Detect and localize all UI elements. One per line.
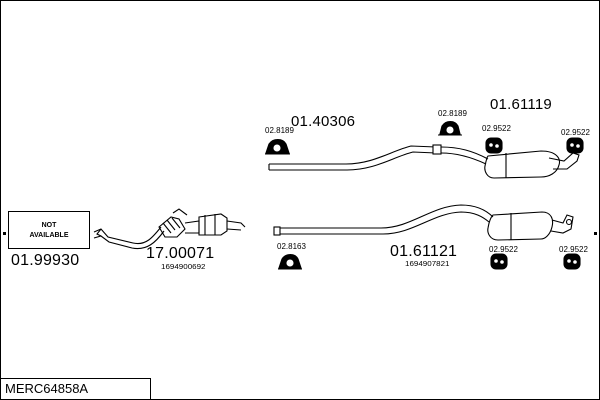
left-edge-marker <box>3 232 6 235</box>
catalyst-number: 17.00071 <box>146 245 215 262</box>
lower-hanger-2-label: 02.9522 <box>559 245 588 254</box>
lower-hanger-2-symbol <box>563 253 581 270</box>
upper-hanger-1-label: 02.9522 <box>482 124 511 133</box>
not-available-line-2: AVAILABLE <box>29 232 69 239</box>
lower-clamp-symbol <box>278 253 302 270</box>
lower-clamp-label: 02.8163 <box>277 242 306 251</box>
upper-rear-silencer <box>440 146 580 179</box>
lower-rear-silencer <box>487 211 574 241</box>
lower-center-pipe <box>273 204 494 236</box>
reference-box: MERC64858A <box>1 378 151 399</box>
center-pipe-number: 01.40306 <box>291 113 356 130</box>
catalyst-oem-number: 1694900692 <box>161 262 206 271</box>
right-edge-marker <box>594 232 597 235</box>
not-available-box: NOT AVAILABLE <box>8 211 90 249</box>
upper-hanger-2-symbol <box>566 137 584 154</box>
front-pipe-number: 01.99930 <box>11 252 80 269</box>
catalyst-symbol <box>158 208 246 238</box>
upper-clamp-mid-symbol <box>438 120 462 136</box>
upper-clamp-left-label: 02.8189 <box>265 126 294 135</box>
upper-center-pipe <box>268 144 442 171</box>
lower-center-pipe-oem-number: 1694907821 <box>405 259 450 268</box>
front-pipe <box>93 226 165 250</box>
upper-clamp-left-symbol <box>265 138 290 155</box>
upper-hanger-1-symbol <box>485 137 503 154</box>
lower-hanger-1-symbol <box>490 253 508 270</box>
not-available-line-1: NOT <box>41 222 57 229</box>
rear-silencer-upper-number: 01.61119 <box>490 96 552 113</box>
lower-center-pipe-number: 01.61121 <box>390 243 458 260</box>
upper-hanger-2-label: 02.9522 <box>561 128 590 137</box>
lower-hanger-1-label: 02.9522 <box>489 245 518 254</box>
reference-code: MERC64858A <box>5 381 89 396</box>
upper-clamp-mid-label: 02.8189 <box>438 109 467 118</box>
